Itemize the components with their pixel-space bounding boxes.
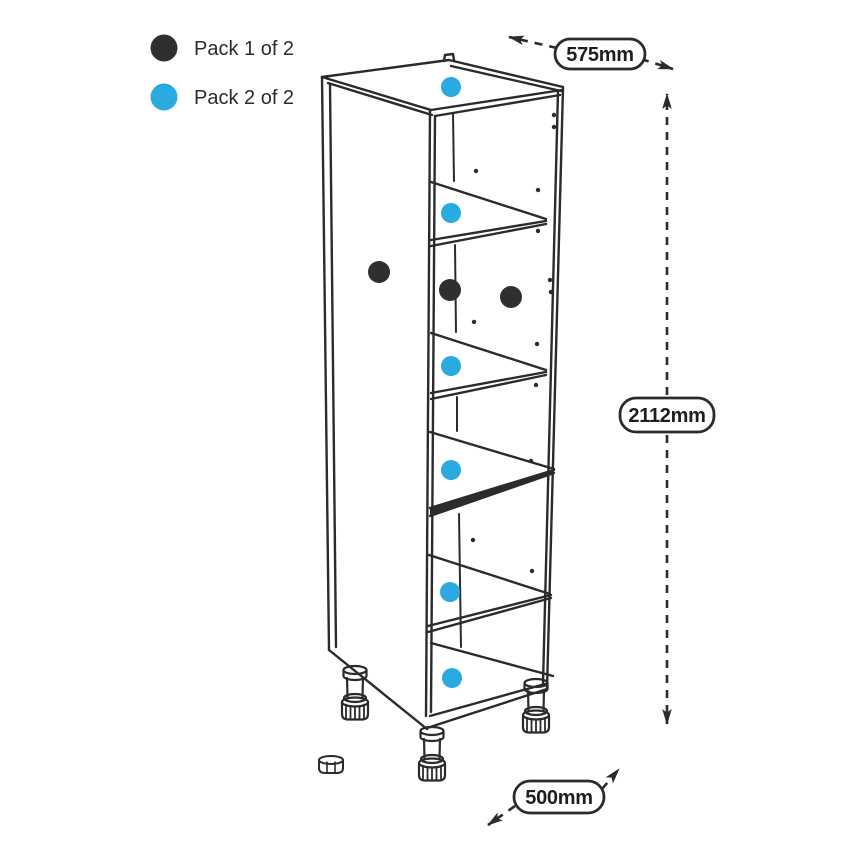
drill-hole-dot <box>551 124 557 130</box>
shelf-4 <box>426 553 553 634</box>
legend-swatch-pack2 <box>150 83 178 111</box>
drill-hole-dot <box>473 168 479 174</box>
top-back-notch <box>442 52 456 63</box>
height-value: 2112mm <box>628 405 705 427</box>
front-opening-edges <box>424 86 565 718</box>
drill-hole-dot <box>533 382 539 388</box>
shelf-3-fixed <box>428 430 556 518</box>
bottom-panel <box>425 641 555 730</box>
left-side-panel <box>320 75 429 731</box>
dimension-top-width: 575mm <box>508 35 674 71</box>
legend: Pack 1 of 2 Pack 2 of 2 <box>150 34 294 111</box>
top-width-arrow-right <box>640 57 674 71</box>
pack1-marker <box>500 286 522 308</box>
drill-hole-dot <box>471 319 477 325</box>
height-pill <box>618 396 716 434</box>
pack2-marker <box>442 668 462 688</box>
drill-hole-dot <box>534 341 540 347</box>
drill-hole-dot <box>535 187 541 193</box>
pack2-marker <box>440 582 460 602</box>
top-width-value: 575mm <box>566 44 633 66</box>
drill-hole-dot <box>470 537 476 543</box>
shelf-1 <box>429 180 548 248</box>
drill-hole-dot <box>535 228 541 234</box>
pack1-markers <box>368 261 522 308</box>
pack2-marker <box>441 203 461 223</box>
drill-hole-dot <box>548 289 554 295</box>
bottom-depth-arrow-left <box>487 804 516 827</box>
pack1-marker <box>368 261 390 283</box>
leg-back-foot <box>318 755 344 774</box>
drill-holes <box>470 112 557 574</box>
pack2-markers <box>440 77 462 688</box>
dimension-height: 2112mm <box>618 93 716 725</box>
drill-hole-dot <box>528 458 534 464</box>
pack1-marker <box>439 279 461 301</box>
drill-hole-dot <box>529 568 535 574</box>
cabinet-carcass <box>318 52 565 782</box>
drill-hole-dot <box>547 277 553 283</box>
top-width-pill <box>553 37 647 71</box>
bottom-depth-value: 500mm <box>525 787 592 809</box>
drill-hole-dot <box>551 112 557 118</box>
top-panel <box>320 52 565 118</box>
bottom-depth-arrow-right <box>601 768 620 790</box>
legend-label-pack1: Pack 1 of 2 <box>194 38 294 60</box>
legend-swatch-pack1 <box>150 34 178 62</box>
dimension-bottom-depth: 500mm <box>487 768 620 827</box>
pack2-marker <box>441 77 461 97</box>
bottom-depth-pill <box>512 779 606 815</box>
pack2-marker <box>441 356 461 376</box>
shelf-2 <box>429 331 548 401</box>
pack2-marker <box>441 460 461 480</box>
legend-label-pack2: Pack 2 of 2 <box>194 87 294 109</box>
